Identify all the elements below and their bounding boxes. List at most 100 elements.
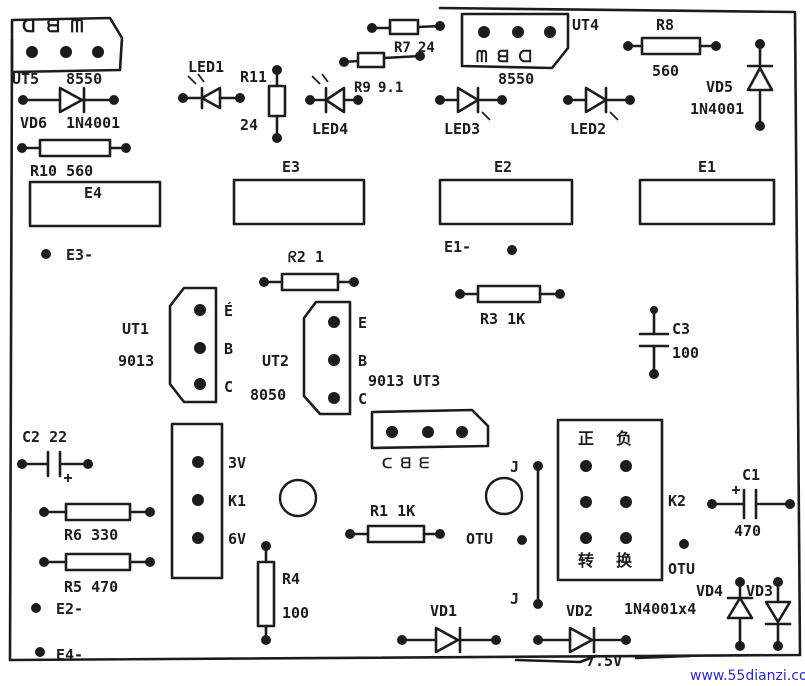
diode-vd6: VD6 1N4001 [18, 86, 120, 132]
mounting-hole-left [278, 478, 318, 518]
vd6-type: 1N4001 [66, 114, 120, 132]
capacitor-c3: C3 100 [638, 306, 699, 379]
transistor-ut3: 9013 UT3 ᑕ ᗺ ᗴ [368, 372, 490, 472]
r8-value: 560 [652, 62, 679, 80]
ut5-type: 8550 [66, 70, 102, 88]
vd1-label: VD1 [430, 602, 457, 620]
e1-minus-label: E1- [444, 238, 471, 256]
e2-minus-label: E2- [56, 600, 83, 618]
j-top-label: J [510, 458, 519, 476]
diode-vd3: VD3 [746, 577, 792, 651]
k2-zhuan-label: 转 [578, 551, 594, 570]
board-outline [8, 6, 802, 662]
resistor-r4: R4 100 [256, 541, 309, 645]
ut4-type: 8550 [498, 70, 534, 88]
ut1-label: UT1 [122, 320, 149, 338]
k1-6v-label: 6V [228, 530, 246, 548]
ut1-pin-c: C [224, 378, 233, 396]
otu-right-label: OTU [668, 560, 695, 578]
led-led4: LED4 [305, 73, 363, 138]
led-led1: LED1 [178, 58, 245, 110]
led-led2: LED2 [563, 86, 635, 138]
r4-value: 100 [282, 604, 309, 622]
ut1-pin-e: É [224, 301, 233, 320]
watermark: www.55dianzi.com [690, 668, 805, 684]
r11-value: 24 [240, 116, 258, 134]
ut2-label: UT2 [262, 352, 289, 370]
vd-type-label: 1N4001x4 [624, 600, 696, 618]
r10-label: R10 560 [30, 162, 93, 180]
r4-label: R4 [282, 570, 300, 588]
diode-vd2: VD2 [533, 602, 631, 654]
vd6-label: VD6 [20, 114, 47, 132]
capacitor-c2: C2 22 [17, 428, 93, 482]
r2-label: ᖇ2 1 [288, 248, 324, 266]
voltage-7-5v-label: 7.5V [586, 652, 622, 670]
k2-fu-label: 负 [616, 429, 632, 448]
capacitor-c1: C1 470 [707, 466, 795, 540]
e1-label: E1 [698, 158, 716, 176]
r9-label: R9 [354, 80, 371, 96]
led4-label: LED4 [312, 120, 348, 138]
r6-label: R6 330 [64, 526, 118, 544]
diode-vd5: VD5 1N4001 [690, 39, 774, 131]
ut3-pins: ᑕ ᗺ ᗴ [382, 456, 429, 472]
vd5-label: VD5 [706, 78, 733, 96]
resistor-r5: R5 470 [39, 552, 155, 596]
resistor-r7: R7 24 [367, 18, 445, 56]
k2-label: K2 [668, 492, 686, 510]
c2-label: C2 22 [22, 428, 67, 446]
vd2-label: VD2 [566, 602, 593, 620]
ut1-pin-b: B [224, 340, 233, 358]
resistor-r8: R8 560 [623, 16, 721, 80]
c1-label: C1 [742, 466, 760, 484]
c3-value: 100 [672, 344, 699, 362]
r5-label: R5 470 [64, 578, 118, 596]
r8-label: R8 [656, 16, 674, 34]
battery-contact-e3: E3 [232, 158, 366, 226]
jumper-j: J J [510, 458, 543, 609]
e3-minus-label: E3- [66, 246, 93, 264]
e4-minus-label: E4- [56, 646, 83, 664]
ut2-pin-c: C [358, 390, 367, 408]
ut1-type: 9013 [118, 352, 154, 370]
mounting-hole-right [484, 476, 524, 516]
r7-label: R7 [394, 40, 411, 56]
transistor-ut4: ᗰ ᗺ ᗡ UT4 8550 [460, 12, 599, 88]
otu-left-label: OTU [466, 530, 493, 548]
j-bottom-label: J [510, 590, 519, 608]
k2-zheng-label: 正 [578, 429, 594, 448]
ut2-type: 8050 [250, 386, 286, 404]
resistor-r10: R10 560 [17, 138, 131, 180]
battery-contact-e2: E2 [438, 158, 574, 226]
resistor-r9: R9 9.1 [339, 51, 425, 96]
transistor-ut1: É B C UT1 9013 [118, 286, 233, 404]
switch-k1: 3V K1 6V [170, 422, 246, 580]
vd4-label: VD4 [696, 582, 723, 600]
transistor-ut2: E B C UT2 8050 [250, 300, 367, 416]
resistor-r3: R3 1K [455, 284, 565, 328]
ut4-label: UT4 [572, 16, 599, 34]
led1-label: LED1 [188, 58, 224, 76]
diode-vd4: VD4 [696, 577, 754, 651]
switch-k2: 正 负 转 换 K2 [556, 418, 686, 582]
ut3-label: 9013 UT3 [368, 372, 440, 390]
r1-label: R1 1K [370, 502, 415, 520]
ut5-label: UT5 [12, 70, 39, 88]
c3-label: C3 [672, 320, 690, 338]
e3-label: E3 [282, 158, 300, 176]
resistor-r1: R1 1K [345, 502, 445, 544]
battery-contact-e1: E1 [638, 158, 776, 226]
e2-label: E2 [494, 158, 512, 176]
vd5-type: 1N4001 [690, 100, 744, 118]
r9-value: 9.1 [378, 80, 403, 96]
ut2-pin-b: B [358, 352, 367, 370]
resistor-r11: R11 24 [240, 65, 287, 143]
led-led3: LED3 [435, 86, 507, 138]
led2-label: LED2 [570, 120, 606, 138]
ut4-pins: ᗰ ᗺ ᗡ [476, 47, 532, 66]
resistor-r6: R6 330 [39, 502, 155, 544]
k1-label: K1 [228, 492, 246, 510]
diode-vd1: VD1 [397, 602, 501, 654]
